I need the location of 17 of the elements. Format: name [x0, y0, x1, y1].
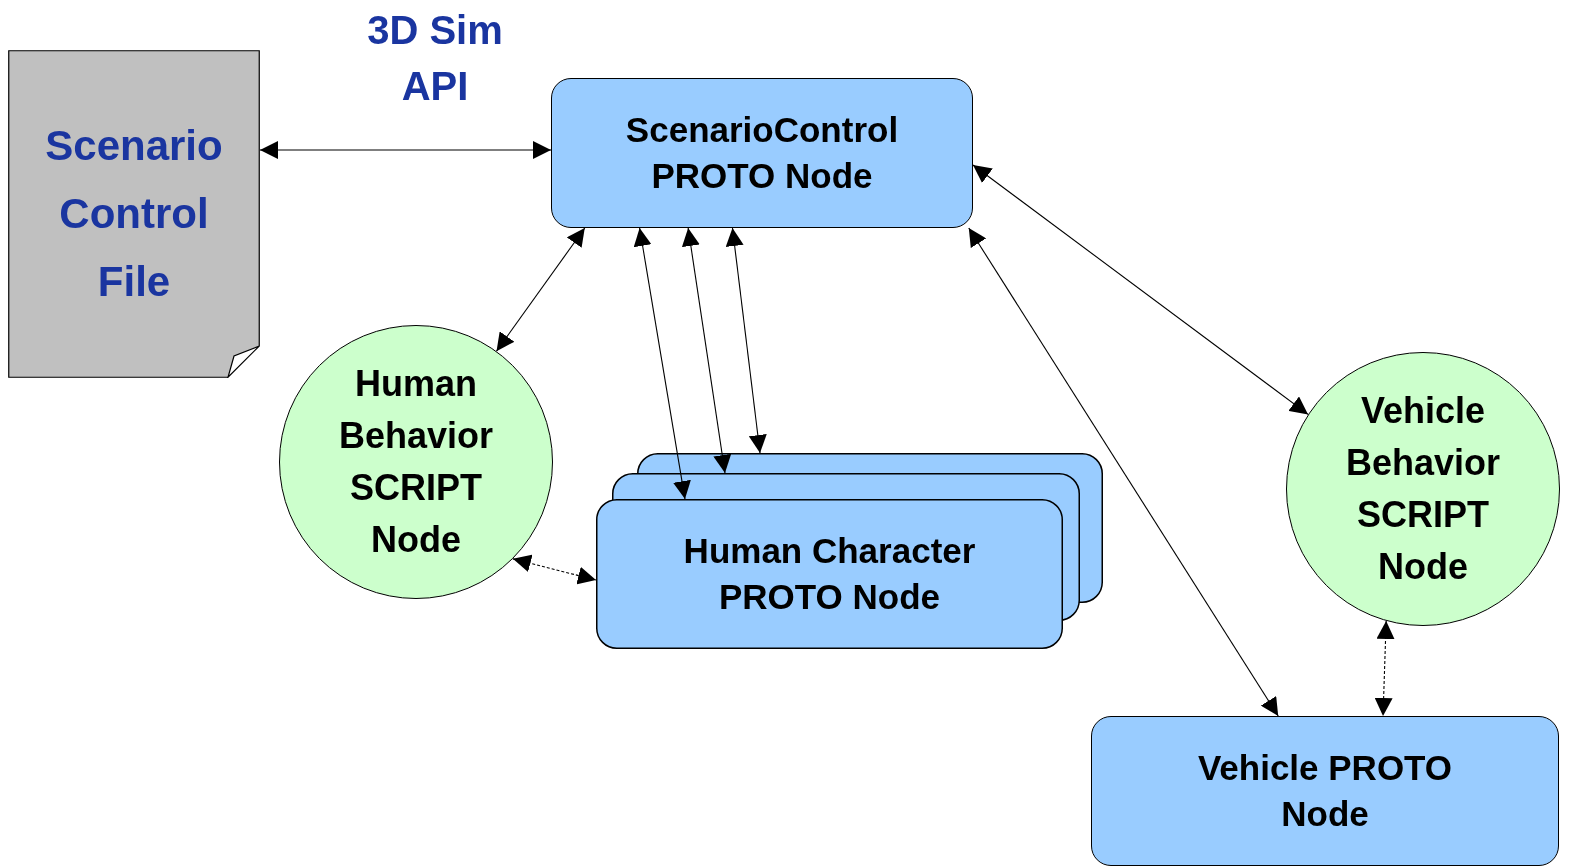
node-label: Vehicle Behavior SCRIPT Node [1344, 389, 1502, 589]
arrow [972, 164, 1309, 415]
node-label: Human Character PROTO Node [682, 530, 977, 618]
node-label: Vehicle PROTO Node [1196, 747, 1454, 835]
arrow [1374, 620, 1395, 717]
arrow [681, 227, 732, 474]
process-box [551, 78, 973, 228]
arrow [725, 227, 767, 454]
arrow [968, 227, 1279, 717]
arrow [633, 227, 691, 500]
node-label: ScenarioControl PROTO Node [624, 109, 900, 197]
process-box [1091, 716, 1559, 866]
node-label: Scenario Control File [44, 121, 224, 307]
node-label: Human Behavior SCRIPT Node [337, 362, 495, 562]
arrow [495, 227, 586, 352]
arrow [512, 554, 597, 585]
arrow [259, 141, 552, 160]
